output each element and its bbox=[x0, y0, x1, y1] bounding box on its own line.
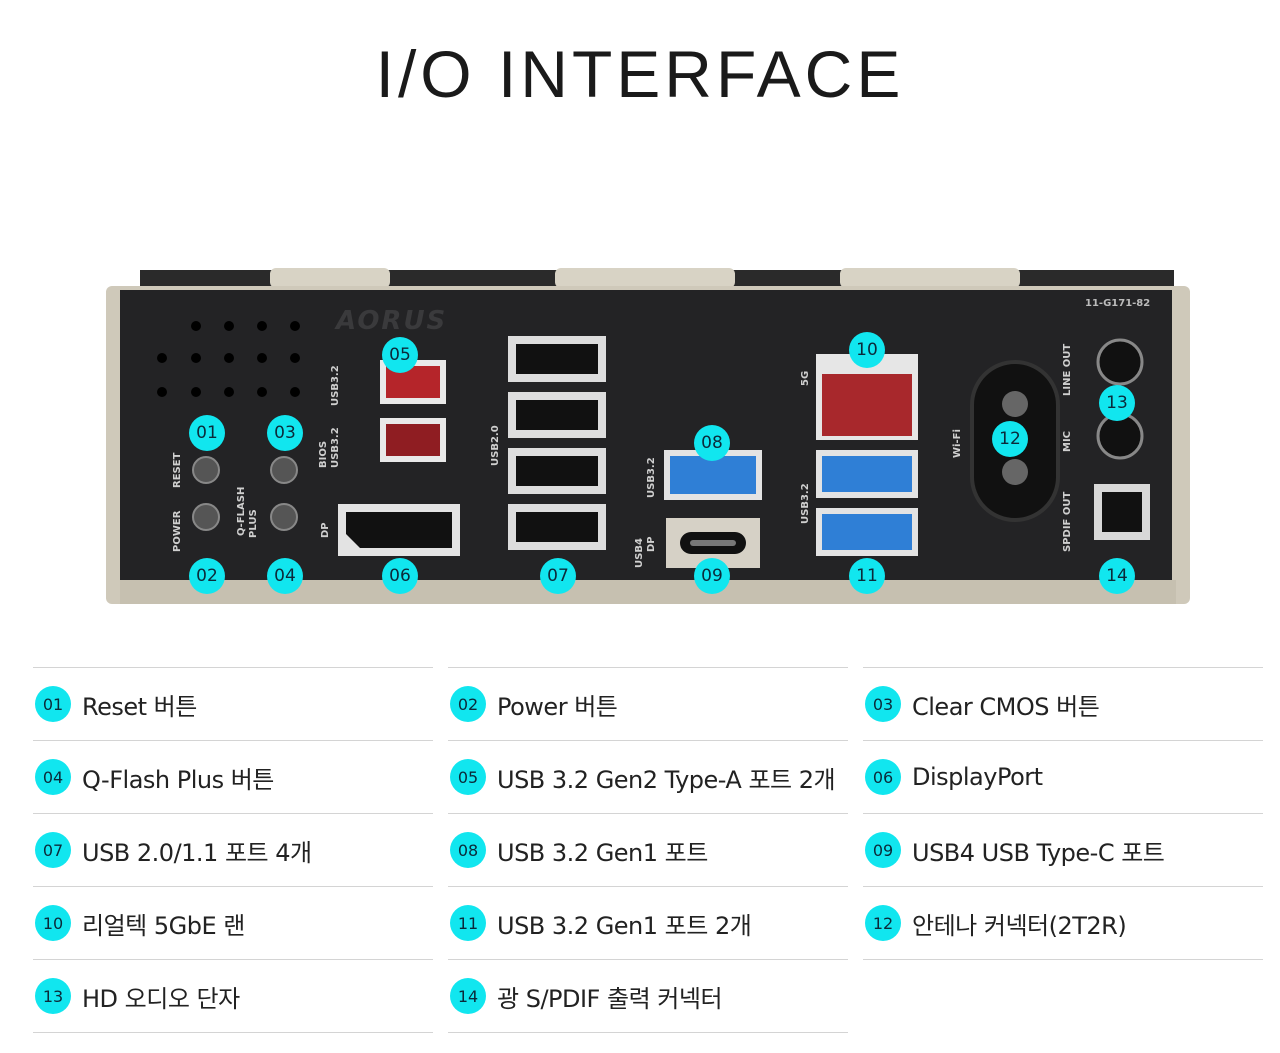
legend-label: Clear CMOS 버튼 bbox=[912, 692, 1100, 721]
legend-row: 14 광 S/PDIF 출력 커넥터 bbox=[448, 959, 848, 1033]
legend-num: 13 bbox=[35, 978, 71, 1014]
label-mic: MIC bbox=[1062, 430, 1073, 452]
legend-row: 02 Power 버튼 bbox=[448, 667, 848, 740]
label-qflash: Q-FLASH bbox=[236, 486, 247, 536]
badge-10: 10 bbox=[849, 332, 885, 368]
badge-02: 02 bbox=[189, 558, 225, 594]
legend-num: 11 bbox=[450, 905, 486, 941]
io-shield-graphic bbox=[106, 268, 1190, 604]
legend-num: 12 bbox=[865, 905, 901, 941]
label-bios-usb32: USB3.2 bbox=[330, 427, 341, 468]
legend-row: 10 리얼텍 5GbE 랜 bbox=[33, 886, 433, 959]
legend-label: Reset 버튼 bbox=[82, 692, 197, 721]
badge-04: 04 bbox=[267, 558, 303, 594]
legend-num: 09 bbox=[865, 832, 901, 868]
badge-03: 03 bbox=[267, 415, 303, 451]
label-qflash-plus: PLUS bbox=[248, 509, 259, 538]
legend-num: 06 bbox=[865, 759, 901, 795]
badge-05: 05 bbox=[382, 337, 418, 373]
legend-label: USB 3.2 Gen1 포트 bbox=[497, 838, 708, 867]
legend-label: 광 S/PDIF 출력 커넥터 bbox=[497, 984, 723, 1013]
legend-row: 07 USB 2.0/1.1 포트 4개 bbox=[33, 813, 433, 886]
label-usb20: USB2.0 bbox=[490, 425, 501, 466]
legend-label: 리얼텍 5GbE 랜 bbox=[82, 911, 245, 940]
badge-06: 06 bbox=[382, 558, 418, 594]
badge-08: 08 bbox=[694, 425, 730, 461]
legend-column-2: 02 Power 버튼 05 USB 3.2 Gen2 Type-A 포트 2개 0… bbox=[448, 667, 848, 1033]
badge-07: 07 bbox=[540, 558, 576, 594]
legend-num: 07 bbox=[35, 832, 71, 868]
legend-column-1: 01 Reset 버튼 04 Q-Flash Plus 버튼 07 USB 2.0/1… bbox=[33, 667, 433, 1033]
legend-num: 03 bbox=[865, 686, 901, 722]
legend-num: 05 bbox=[450, 759, 486, 795]
label-usb32-top: USB3.2 bbox=[330, 365, 341, 406]
label-reset: RESET bbox=[172, 452, 183, 488]
legend-row: 11 USB 3.2 Gen1 포트 2개 bbox=[448, 886, 848, 959]
badge-14: 14 bbox=[1099, 558, 1135, 594]
legend-row: 13 HD 오디오 단자 bbox=[33, 959, 433, 1033]
legend-row: 08 USB 3.2 Gen1 포트 bbox=[448, 813, 848, 886]
legend-label: HD 오디오 단자 bbox=[82, 984, 240, 1013]
label-dp: DP bbox=[320, 522, 331, 538]
legend-num: 10 bbox=[35, 905, 71, 941]
legend-row: 05 USB 3.2 Gen2 Type-A 포트 2개 bbox=[448, 740, 848, 813]
legend-num: 14 bbox=[450, 978, 486, 1014]
legend-num: 02 bbox=[450, 686, 486, 722]
legend-column-3: 03 Clear CMOS 버튼 06 DisplayPort 09 USB4 USB… bbox=[863, 667, 1263, 960]
legend-label: Power 버튼 bbox=[497, 692, 618, 721]
label-power: POWER bbox=[172, 510, 183, 552]
label-wifi: Wi-Fi bbox=[952, 429, 963, 458]
label-lan-5g: 5G bbox=[800, 370, 811, 386]
legend-label: USB 3.2 Gen1 포트 2개 bbox=[497, 911, 752, 940]
legend-row: 12 안테나 커넥터(2T2R) bbox=[863, 886, 1263, 960]
legend-label: DisplayPort bbox=[912, 763, 1043, 791]
io-panel-illustration: 11-G171-82 AORUS RESET POWER Q-FLASH PLU… bbox=[100, 262, 1190, 612]
legend-row: 09 USB4 USB Type-C 포트 bbox=[863, 813, 1263, 886]
legend-label: 안테나 커넥터(2T2R) bbox=[912, 911, 1127, 940]
legend-label: USB4 USB Type-C 포트 bbox=[912, 838, 1165, 867]
legend-row: 04 Q-Flash Plus 버튼 bbox=[33, 740, 433, 813]
legend-label: USB 3.2 Gen2 Type-A 포트 2개 bbox=[497, 765, 836, 794]
badge-01: 01 bbox=[189, 415, 225, 451]
legend-label: USB 2.0/1.1 포트 4개 bbox=[82, 838, 312, 867]
legend-num: 04 bbox=[35, 759, 71, 795]
badge-12: 12 bbox=[992, 421, 1028, 457]
legend-row: 06 DisplayPort bbox=[863, 740, 1263, 813]
label-usb4: USB4 bbox=[634, 538, 645, 568]
legend-num: 01 bbox=[35, 686, 71, 722]
badge-09: 09 bbox=[694, 558, 730, 594]
badge-11: 11 bbox=[849, 558, 885, 594]
legend-label: Q-Flash Plus 버튼 bbox=[82, 765, 274, 794]
label-usb4-dp: DP bbox=[646, 536, 657, 552]
label-usb32-single: USB3.2 bbox=[646, 457, 657, 498]
legend-row: 01 Reset 버튼 bbox=[33, 667, 433, 740]
badge-13: 13 bbox=[1099, 385, 1135, 421]
label-bios: BIOS bbox=[318, 440, 329, 468]
legend-num: 08 bbox=[450, 832, 486, 868]
label-line-out: LINE OUT bbox=[1062, 343, 1073, 396]
brand-logo: AORUS bbox=[336, 306, 448, 336]
page-title: I/O INTERFACE bbox=[375, 37, 905, 111]
label-usb32-pair: USB3.2 bbox=[800, 483, 811, 524]
label-spdif-out: SPDIF OUT bbox=[1062, 491, 1073, 552]
legend-row: 03 Clear CMOS 버튼 bbox=[863, 667, 1263, 740]
part-number: 11-G171-82 bbox=[1085, 298, 1151, 309]
